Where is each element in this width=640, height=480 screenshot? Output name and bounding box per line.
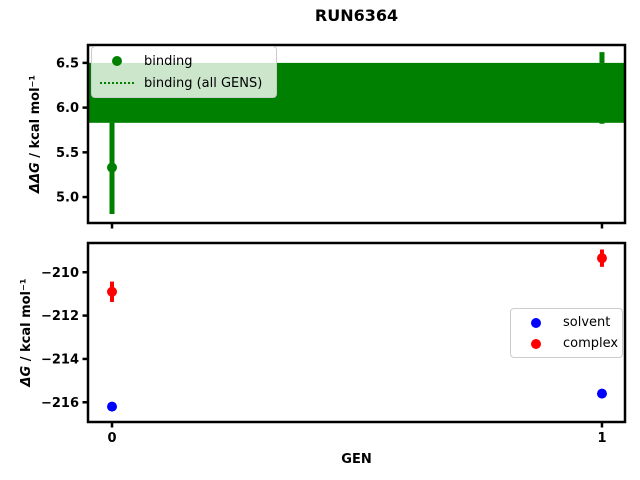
y-tick-label: 5.5	[56, 146, 79, 161]
legend-dotted-line-icon	[100, 82, 134, 84]
figure-title: RUN6364	[314, 6, 399, 25]
bottom-plot-legend: solvent complex	[510, 308, 623, 358]
top-plot-legend: binding binding (all GENS)	[91, 46, 277, 98]
solvent-data-point	[107, 401, 118, 412]
legend-label: binding	[144, 53, 193, 69]
y-tick-label: 6.5	[56, 56, 79, 71]
legend-label: solvent	[563, 315, 611, 330]
y-axis-label: ΔΔG / kcal mol⁻¹	[28, 75, 43, 194]
y-tick-label: 5.0	[56, 191, 79, 206]
solvent-data-point	[596, 388, 607, 399]
x-axis-label: GEN	[341, 452, 371, 467]
y-tick-label: 6.0	[56, 101, 79, 116]
legend-dot-marker-icon	[519, 317, 553, 328]
legend-entry-complex: complex	[519, 333, 618, 354]
bottom-plot-free-energy: −210 −212 −214 −216 0 1 ΔG / kcal mol⁻¹ GEN	[19, 241, 627, 467]
binding-data-point	[596, 82, 607, 93]
x-tick-label: 0	[107, 431, 116, 446]
x-tick-label: 1	[597, 431, 606, 446]
legend-entry-binding: binding	[100, 50, 268, 72]
legend-entry-binding-all-gens-: binding (all GENS)	[100, 72, 268, 94]
y-tick-label: −214	[41, 352, 79, 367]
legend-label: complex	[563, 336, 619, 351]
plot-canvas-1: −210 −212 −214 −216 0 1 ΔG / kcal mol⁻¹ GEN	[19, 241, 627, 467]
legend-dot-marker-icon	[519, 338, 553, 349]
binding-data-point	[107, 162, 118, 173]
plot-spines	[86, 43, 627, 225]
legend-label: binding (all GENS)	[144, 75, 263, 91]
legend-dot-marker-icon	[100, 56, 134, 66]
y-axis-label: ΔG / kcal mol⁻¹	[19, 278, 34, 387]
y-tick-label: −210	[41, 266, 79, 281]
plot-spines	[86, 241, 627, 424]
legend-entry-solvent: solvent	[519, 312, 614, 333]
complex-data-point	[596, 253, 607, 264]
y-tick-label: −212	[41, 309, 79, 324]
complex-data-point	[107, 286, 118, 297]
y-tick-label: −216	[41, 396, 79, 411]
